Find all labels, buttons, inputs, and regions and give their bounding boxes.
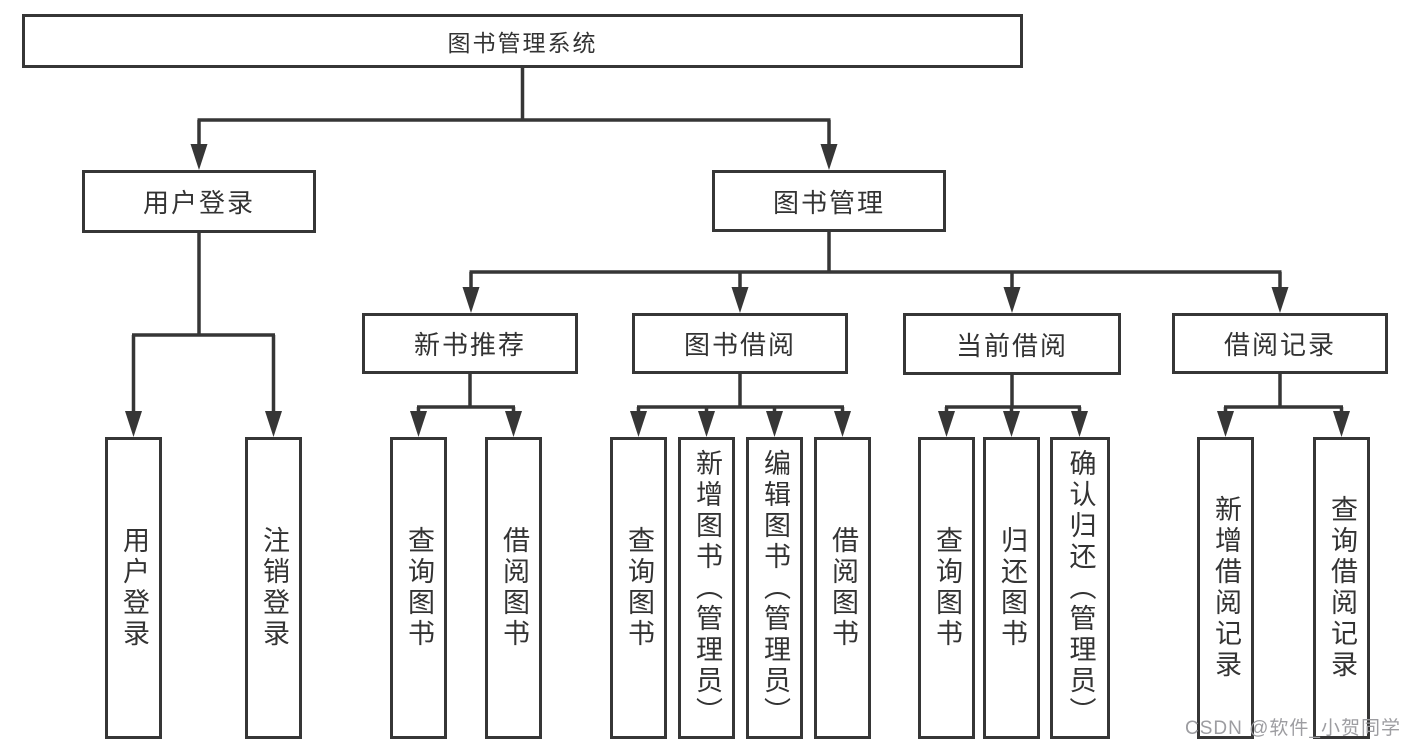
connector-root	[197, 68, 831, 152]
leaf-borrow-books-recommend: 借阅图书	[485, 437, 542, 739]
node-root: 图书管理系统	[22, 14, 1023, 68]
leaf-return-books: 归还图书	[983, 437, 1040, 739]
leaf-borrow-books-borrowing: 借阅图书	[814, 437, 871, 739]
node-book-management: 图书管理	[712, 170, 946, 232]
arrowheads	[125, 144, 1350, 437]
leaf-edit-books-admin: 编辑图书（管理员）	[746, 437, 803, 739]
leaf-logout: 注销登录	[245, 437, 302, 739]
connector-borrowing-records	[1223, 374, 1344, 419]
leaf-user-login: 用户登录	[105, 437, 162, 739]
leaf-query-books-borrowing: 查询图书	[610, 437, 667, 739]
leaf-query-books-recommend: 查询图书	[390, 437, 447, 739]
node-user-login: 用户登录	[82, 170, 316, 233]
node-current-borrowing: 当前借阅	[903, 313, 1121, 375]
node-book-borrowing: 图书借阅	[632, 313, 848, 374]
leaf-add-borrow-record: 新增借阅记录	[1197, 437, 1254, 739]
node-borrowing-records: 借阅记录	[1172, 313, 1388, 374]
connector-book-borrowing	[636, 374, 845, 419]
leaf-confirm-return-admin: 确认归还（管理员）	[1050, 437, 1110, 739]
leaf-query-books-current: 查询图书	[918, 437, 975, 739]
connector-book-management	[469, 232, 1282, 295]
connector-user-login	[131, 233, 276, 419]
connector-new-book-recommend	[416, 374, 516, 419]
watermark: CSDN @软件_小贺同学	[1185, 718, 1401, 739]
leaf-add-books-admin: 新增图书（管理员）	[678, 437, 735, 739]
node-new-book-recommend: 新书推荐	[362, 313, 578, 374]
leaf-query-borrow-record: 查询借阅记录	[1313, 437, 1370, 739]
